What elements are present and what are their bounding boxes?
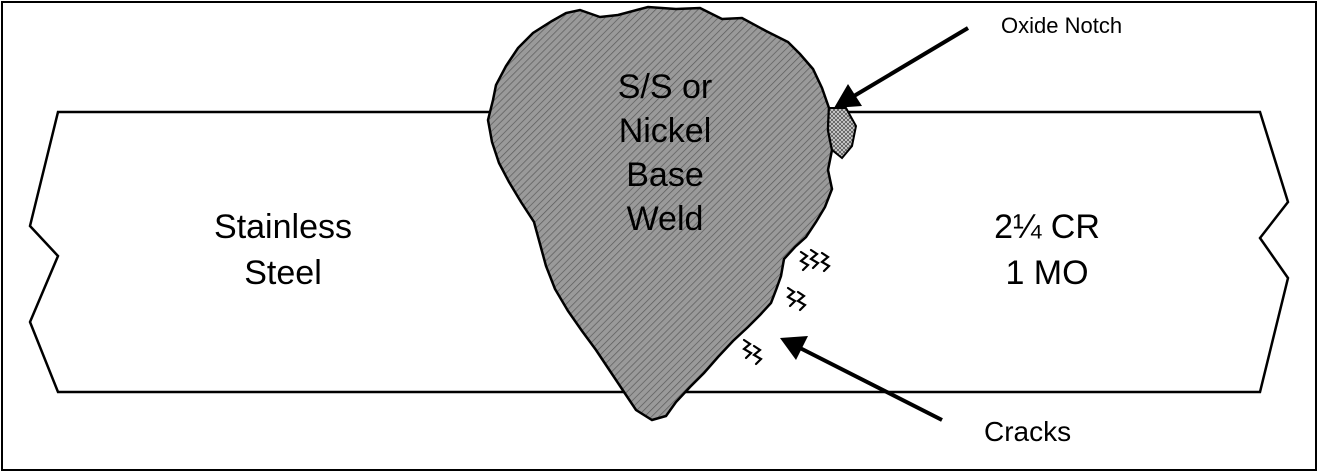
oxide-notch-region [826, 107, 858, 160]
crack-mark [752, 344, 763, 366]
left-material-line1: Stainless [214, 208, 352, 246]
weld-label-line3: Base [626, 156, 704, 194]
cracks-label: Cracks [984, 416, 1071, 447]
oxide-notch-label: Oxide Notch [1001, 13, 1122, 38]
right-material-line2: 1 MO [1005, 254, 1088, 292]
crack-mark [809, 248, 820, 270]
crack-mark [799, 250, 810, 272]
weld-bead [486, 5, 834, 422]
crack-mark [796, 290, 807, 312]
cracks-arrow [780, 336, 943, 422]
crack-mark [820, 251, 831, 273]
crack-mark [742, 338, 753, 360]
oxide-notch-arrow [834, 26, 970, 108]
weld-label-line1: S/S or [618, 68, 712, 106]
right-material-line1: 2¼ CR [994, 208, 1100, 246]
weld-label-line4: Weld [627, 200, 704, 238]
left-material-line2: Steel [244, 254, 322, 292]
crack-symbols [742, 248, 831, 366]
crack-mark [786, 286, 797, 308]
weld-label-line2: Nickel [619, 112, 712, 150]
